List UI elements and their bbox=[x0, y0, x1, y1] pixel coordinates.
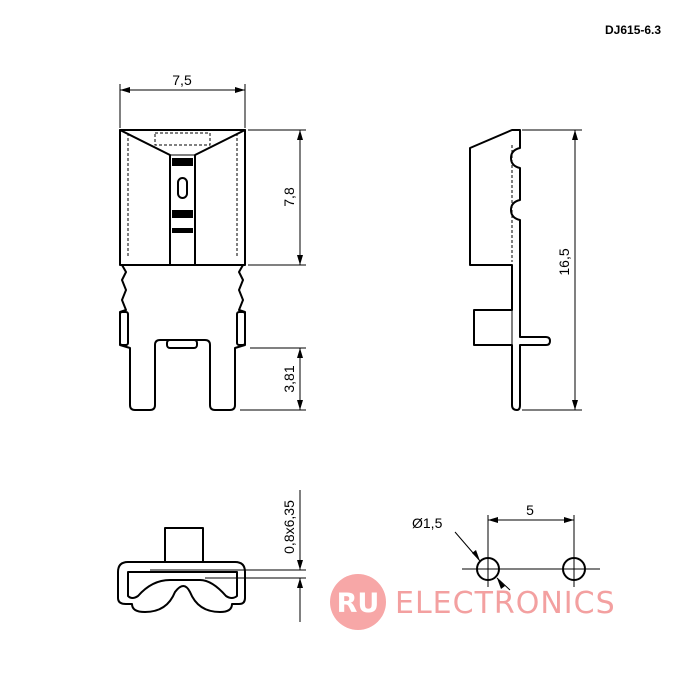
pcb-hole-left bbox=[476, 557, 500, 581]
side-view bbox=[469, 129, 551, 411]
dim-body-height: 7,8 bbox=[281, 187, 297, 207]
watermark-text: ELECTRONICS bbox=[395, 586, 616, 621]
bottom-tab bbox=[164, 527, 204, 563]
pcb-hole-right bbox=[562, 557, 586, 581]
part-number-label: DJ615-6.3 bbox=[605, 23, 661, 37]
watermark-circle-icon bbox=[330, 574, 386, 630]
front-window bbox=[177, 177, 188, 199]
pcb-hole-pattern: 5 Ø1,5 bbox=[412, 502, 600, 591]
front-body-outline bbox=[119, 129, 246, 266]
dim-top-width: 7,5 bbox=[172, 72, 192, 88]
dim-pin-pitch: 5 bbox=[526, 502, 534, 518]
watermark-badge: RU bbox=[337, 588, 380, 619]
dim-hole-diameter: Ø1,5 bbox=[412, 515, 443, 531]
bottom-view-dimensions: 0,8x6,35 bbox=[205, 490, 306, 622]
bottom-view bbox=[117, 527, 246, 613]
front-view bbox=[119, 129, 246, 411]
side-view-dimensions: 16,5 bbox=[522, 129, 582, 411]
front-view-dimensions: 7,5 7,8 3,81 bbox=[119, 72, 306, 411]
watermark-logo: RU ELECTRONICS bbox=[330, 574, 616, 630]
dim-pin-length: 3,81 bbox=[281, 365, 297, 392]
dim-tab-size: 0,8x6,35 bbox=[281, 500, 297, 554]
dim-total-height: 16,5 bbox=[556, 248, 572, 275]
